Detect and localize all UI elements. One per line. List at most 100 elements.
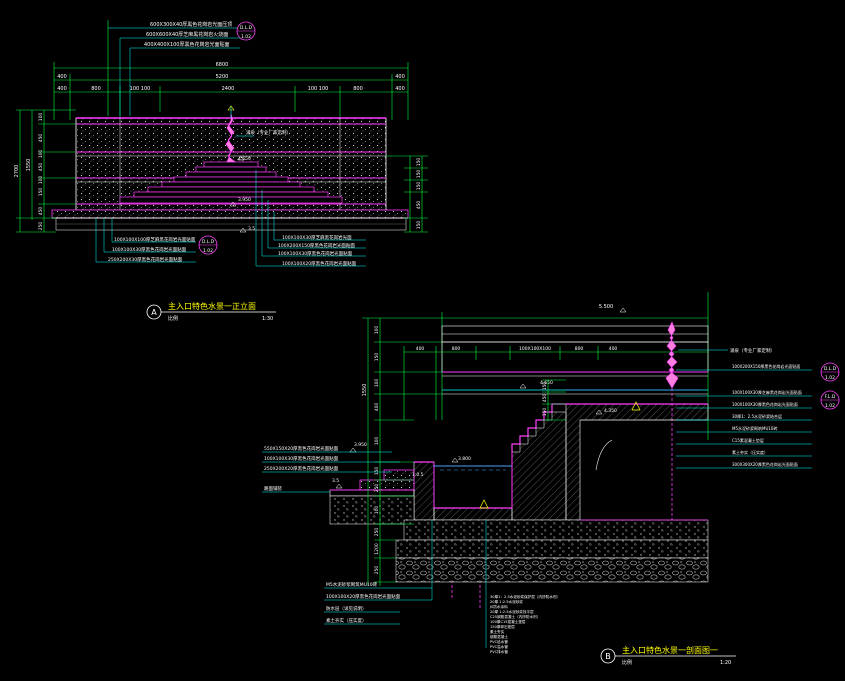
section-dim-l-5: 100	[374, 437, 380, 446]
section-callout-b-5: C25钢筋混凝土（内掺防水剂）	[490, 614, 540, 619]
section-tag-lower-number: F.L.D	[825, 394, 836, 400]
section-callout-b-9: 钢筋混凝土	[490, 634, 508, 639]
section-dim-l-9: 250	[374, 528, 380, 537]
section-dim-top: 5.500	[599, 304, 613, 310]
elevation-level-fountain: 4.650	[238, 156, 251, 162]
section-title: 主入口特色水景一剖面图一	[622, 645, 718, 655]
section-title-block: B 主入口特色水景一剖面图一 比例 1:20	[600, 645, 736, 666]
section-detail-tag-lower[interactable]: F.L.D 1.02	[820, 390, 840, 410]
section-callout-right-8: 300X300X20厚黑色花岗岩光面贴面	[732, 461, 798, 467]
section-callout-b-7: 150厚碎石垫层	[490, 624, 515, 629]
elevation-dim-l-1: 100	[38, 113, 44, 122]
section-level-gauge: 1:0.5	[412, 472, 424, 478]
section-callout-right-1: 100X200X150厚黑色花岗岩光面贴面	[732, 363, 800, 369]
elevation-dim-r-5: 150	[416, 221, 422, 230]
section-callout-right-2: 100X100X30厚芝麻黑花岗岩光面贴面	[732, 389, 802, 395]
section-level-top: 4.650	[540, 380, 553, 386]
elevation-dim-l-3: 100	[38, 150, 44, 159]
elevation-a-drawing: 6800 5200 400 400 400 800 100 100 2400 1…	[14, 20, 428, 322]
elevation-scale: 1:30	[262, 316, 273, 322]
section-right-callouts: 100X200X150厚黑色花岗岩光面贴面 100X100X30厚芝麻黑花岗岩光…	[676, 362, 840, 469]
elevation-dim-row-mid-left: 100 100	[130, 86, 151, 92]
section-left-callouts: 550X150X20厚黑色花岗岩光面贴面 100X100X30厚黑色花岗岩光面贴…	[262, 445, 400, 493]
section-tag-upper-number: D.L.D	[824, 366, 837, 372]
section-callout-b-3: JS防水涂料	[489, 604, 508, 609]
elevation-dim-r-3: 150	[416, 182, 422, 191]
section-callout-pave: 路面铺装	[264, 485, 282, 492]
elevation-dim-row-2: 800	[91, 86, 101, 92]
section-stair-dim-2: 450	[542, 394, 548, 403]
section-bottom-left-callouts: M5水泥砂浆砌筑MU10砖 100X100X20厚黑色花岗岩光面贴面 防水层（详…	[324, 520, 433, 625]
elevation-callout-right-3: 100X100X30厚黑色花岗岩光面贴面	[278, 250, 353, 257]
section-stair-dim-1: 150	[542, 382, 548, 391]
section-dim-row-5: 400	[609, 346, 618, 352]
section-callout-b-11: PVC溢水管	[490, 644, 508, 649]
elevation-callout-coping: 600X300X40厚黑色花岗岩光面压顶	[150, 21, 232, 28]
section-dim-l-6: 150	[374, 467, 380, 476]
section-title-marker: B	[605, 652, 611, 661]
section-scale: 1:20	[720, 660, 731, 666]
elevation-tag-top-number: D.L.D	[240, 25, 253, 31]
section-dim-l-3: 100	[374, 379, 380, 388]
elevation-callout-left-3: 250X200X30厚黑色花岗岩光面贴面	[108, 256, 183, 263]
section-detail-tag-upper[interactable]: D.L.D 1.02	[820, 362, 840, 382]
section-callout-b-2: 20厚 1:2.5水泥砂浆	[490, 599, 523, 604]
section-stair-dim-3: 150	[542, 408, 548, 417]
elevation-detail-tag-top[interactable]: D.L.D 1.02	[236, 21, 256, 41]
section-callout-bl-1: M5水泥砂浆砌筑MU10砖	[326, 581, 378, 588]
section-level-left: 3.950	[354, 442, 367, 448]
elevation-dim-side-right: 400	[395, 74, 405, 80]
elevation-dim-l-8: 250	[38, 222, 44, 231]
section-callout-bl-4: 素土夯实（压实度）	[326, 617, 367, 624]
elevation-dim-row-mid-right: 100 100	[308, 86, 329, 92]
section-level-ground: 3.5	[332, 478, 339, 484]
section-bottom-callouts: 30厚1：2.5水泥砂浆保护层（内掺防水剂） 20厚 1:2.5水泥砂浆 JS防…	[485, 520, 560, 654]
section-left-paving	[329, 469, 415, 497]
section-fountain-note: 涌泉（专业厂家定制）	[730, 347, 775, 354]
elevation-callout-right-1: 100X100X30厚芝麻黑花岗岩光面	[282, 234, 352, 241]
elevation-level-base: 3.5	[248, 226, 255, 232]
section-callout-b-12: PVC排水管	[490, 649, 508, 654]
section-callout-b-8: 素土夯实	[490, 629, 505, 634]
elevation-dim-r-1: 150	[416, 158, 422, 167]
section-callout-right-6: C15素混凝土垫层	[732, 437, 764, 443]
section-top-level-marker	[619, 307, 627, 313]
elevation-title-marker: A	[151, 308, 157, 317]
section-dim-l-2: 150	[374, 353, 380, 362]
elevation-fountain-note: 涌泉（专业厂家定制）	[246, 129, 291, 136]
elevation-dim-r-2: 150	[416, 170, 422, 179]
elevation-callout-right-4: 100X100X20厚黑色花岗岩光面贴面	[282, 260, 357, 267]
elevation-left-dimensions	[16, 109, 76, 233]
elevation-title-block: A 主入口特色水景一正立面 比例 1:30	[146, 301, 276, 322]
section-callout-bl-3: 防水层（详见说明）	[326, 605, 367, 612]
section-dim-row-4: 800	[575, 346, 584, 352]
section-callout-right-5: M5水泥砂浆砌筑MU10砖	[732, 425, 777, 431]
elevation-dim-r-4: 450	[416, 201, 422, 210]
elevation-dim-l-4: 450	[38, 163, 44, 172]
elevation-top-callouts: 600X300X40厚黑色花岗岩光面压顶 600X600X40厚芝麻黑花岗岩火烧…	[108, 21, 256, 116]
section-callout-b-10: PVC给水管	[490, 639, 508, 644]
section-callout-b-6: 100厚C15混凝土垫层	[490, 619, 526, 624]
elevation-dim-l-2: 450	[38, 134, 44, 143]
elevation-dim-row-4: 800	[353, 86, 363, 92]
section-dim-l-4: 400	[374, 403, 380, 412]
elevation-scale-word: 比例	[168, 315, 178, 322]
elevation-dim-total: 6800	[216, 62, 229, 68]
elevation-detail-tag-left[interactable]: D.L.D 1.02	[198, 235, 218, 255]
elevation-callout-cladding: 400X400X100厚黑色花岗岩光面贴面	[144, 41, 229, 48]
elevation-top-dimensions	[53, 20, 409, 120]
elevation-stepped-cascade	[119, 161, 343, 204]
elevation-tag-left-number: D.L.D	[202, 239, 215, 245]
elevation-dim-height-wall: 1550	[26, 159, 32, 172]
section-dim-l-7: 250	[374, 484, 380, 493]
elevation-dim-row-5: 400	[395, 86, 405, 92]
elevation-left-callouts: 100X100X100厚芝麻黑花岗岩光面贴面 100X100X30厚黑色花岗岩光…	[95, 218, 218, 263]
section-callout-b-4: 20厚 1:2.5水泥砂浆找平层	[490, 609, 534, 614]
section-callout-right-3: 100X100X30厚黑色花岗岩光面贴面	[732, 401, 798, 407]
section-tag-lower-sheet: 1.02	[825, 403, 835, 409]
section-dim-l-1: 100	[374, 326, 380, 335]
elevation-title: 主入口特色水景一正立面	[168, 301, 256, 311]
section-tag-upper-sheet: 1.02	[825, 375, 835, 381]
section-callout-b-1: 30厚1：2.5水泥砂浆保护层（内掺防水剂）	[490, 594, 560, 599]
section-dim-row-3: 100X100X100	[519, 346, 551, 352]
